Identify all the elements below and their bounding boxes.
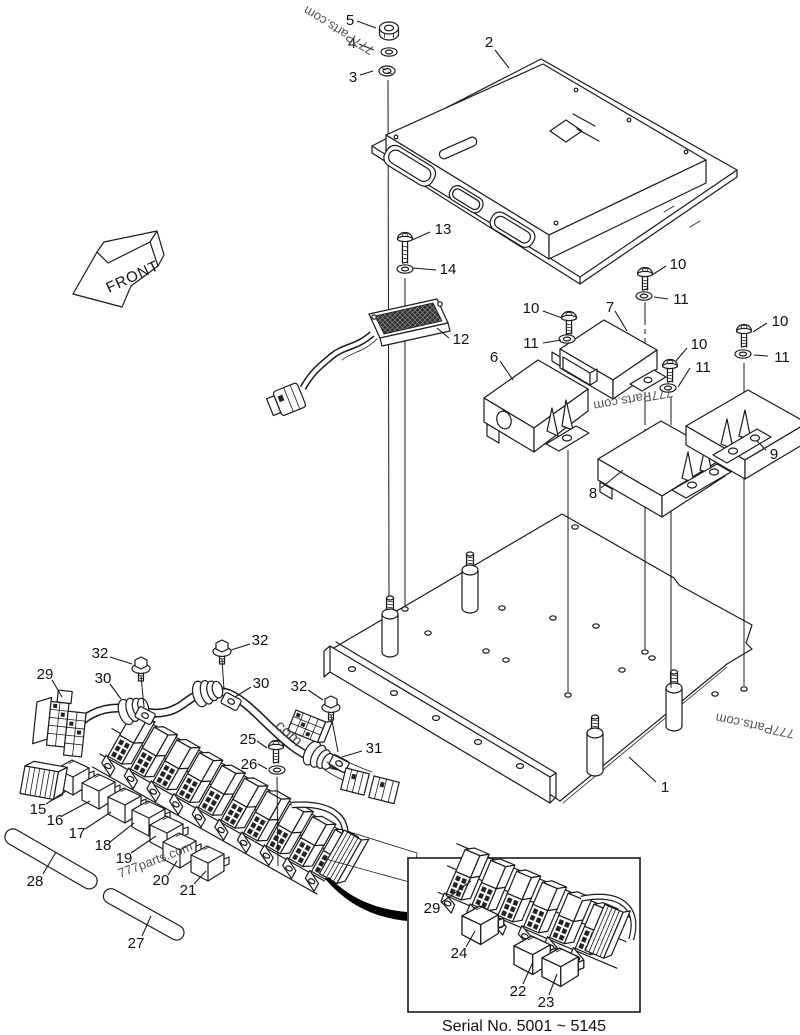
watermark-top: 777Parts.com (301, 3, 377, 58)
callout-12: 12 (453, 331, 470, 348)
callout-14: 14 (440, 261, 457, 278)
front-arrow: FRONT (72, 230, 165, 308)
callout-9: 9 (770, 446, 778, 463)
callout-28: 28 (27, 873, 44, 890)
leader-lines (42, 20, 769, 996)
controller-box-7 (551, 319, 667, 400)
plate-holes (401, 524, 748, 698)
callout-27: 27 (128, 935, 145, 952)
callout-19: 19 (116, 850, 133, 867)
flasher-unit (19, 760, 68, 800)
callout-29: 29 (424, 900, 441, 917)
washer-4 (380, 47, 398, 57)
detail-pointer-swoosh (326, 877, 407, 921)
washer-11 (558, 334, 576, 344)
callout-17: 17 (69, 825, 86, 842)
callout-10: 10 (523, 300, 540, 317)
serial-number-note: Serial No. 5001 ~ 5145 (442, 1018, 606, 1035)
controller-box-6 (483, 359, 590, 453)
callout-32: 32 (291, 678, 308, 695)
callout-1: 1 (661, 779, 669, 796)
harness-connector-31 (340, 767, 370, 796)
relay-21 (190, 845, 230, 882)
callout-23: 23 (538, 994, 555, 1011)
label-strip-27 (102, 888, 185, 941)
callout-16: 16 (47, 812, 64, 829)
callout-29: 29 (37, 666, 54, 683)
flange-holes (347, 665, 525, 769)
callout-6: 6 (490, 349, 498, 366)
grommet-30 (189, 675, 227, 709)
callout-10: 10 (670, 256, 687, 273)
callout-8: 8 (589, 485, 597, 502)
callout-10: 10 (691, 336, 708, 353)
harness-connector-31 (368, 775, 400, 805)
label-strip-28 (4, 828, 98, 890)
washer-26 (268, 765, 286, 775)
screw-10 (735, 323, 753, 348)
callout-4: 4 (348, 35, 356, 52)
harness-connector (266, 382, 307, 417)
callout-31: 31 (366, 740, 383, 757)
callout-24: 24 (451, 945, 468, 962)
cover-panel (371, 58, 738, 285)
callout-26: 26 (241, 756, 258, 773)
screw-13 (396, 231, 414, 264)
pin-connector-30 (287, 709, 333, 743)
screw-10 (560, 310, 578, 335)
part-callouts: 1 2 3 4 5 6 7 8 9 10 11 10 11 10 11 10 1… (27, 12, 790, 1011)
washer-11 (635, 291, 653, 301)
resistor-module-12 (266, 298, 451, 417)
callout-18: 18 (95, 837, 112, 854)
callout-32: 32 (92, 645, 109, 662)
callout-30: 30 (95, 670, 112, 687)
screw-25 (267, 739, 285, 764)
screw-10 (636, 266, 654, 291)
connector-cluster-29 (31, 689, 87, 758)
mounting-plate (323, 513, 753, 804)
callout-11: 11 (673, 291, 689, 308)
callout-20: 20 (153, 872, 170, 889)
callout-11: 11 (523, 335, 539, 352)
callout-13: 13 (435, 221, 452, 238)
callout-30: 30 (253, 675, 270, 692)
callout-3: 3 (349, 69, 357, 86)
callout-10: 10 (772, 313, 789, 330)
washer-14 (396, 264, 414, 274)
watermark-right: 777Parts.com (714, 710, 796, 741)
callout-7: 7 (606, 299, 614, 316)
callout-11: 11 (774, 349, 790, 366)
callout-21: 21 (180, 882, 197, 899)
callout-15: 15 (30, 801, 47, 818)
callout-22: 22 (510, 983, 527, 1000)
cover-emblem (549, 119, 583, 143)
screw-10 (661, 358, 679, 383)
callout-2: 2 (485, 34, 493, 51)
washer-11 (734, 349, 752, 359)
detail-inset (407, 843, 641, 1013)
lock-washer-3 (378, 65, 396, 77)
standoff-spacer (381, 595, 399, 658)
relay-rail-assembly (19, 639, 418, 898)
nut-5 (378, 21, 400, 41)
standoff-spacer (461, 551, 479, 614)
callout-32: 32 (252, 632, 269, 649)
controller-box-9 (685, 389, 800, 480)
callout-11: 11 (695, 359, 711, 376)
callout-25: 25 (240, 731, 257, 748)
callout-5: 5 (346, 12, 354, 29)
